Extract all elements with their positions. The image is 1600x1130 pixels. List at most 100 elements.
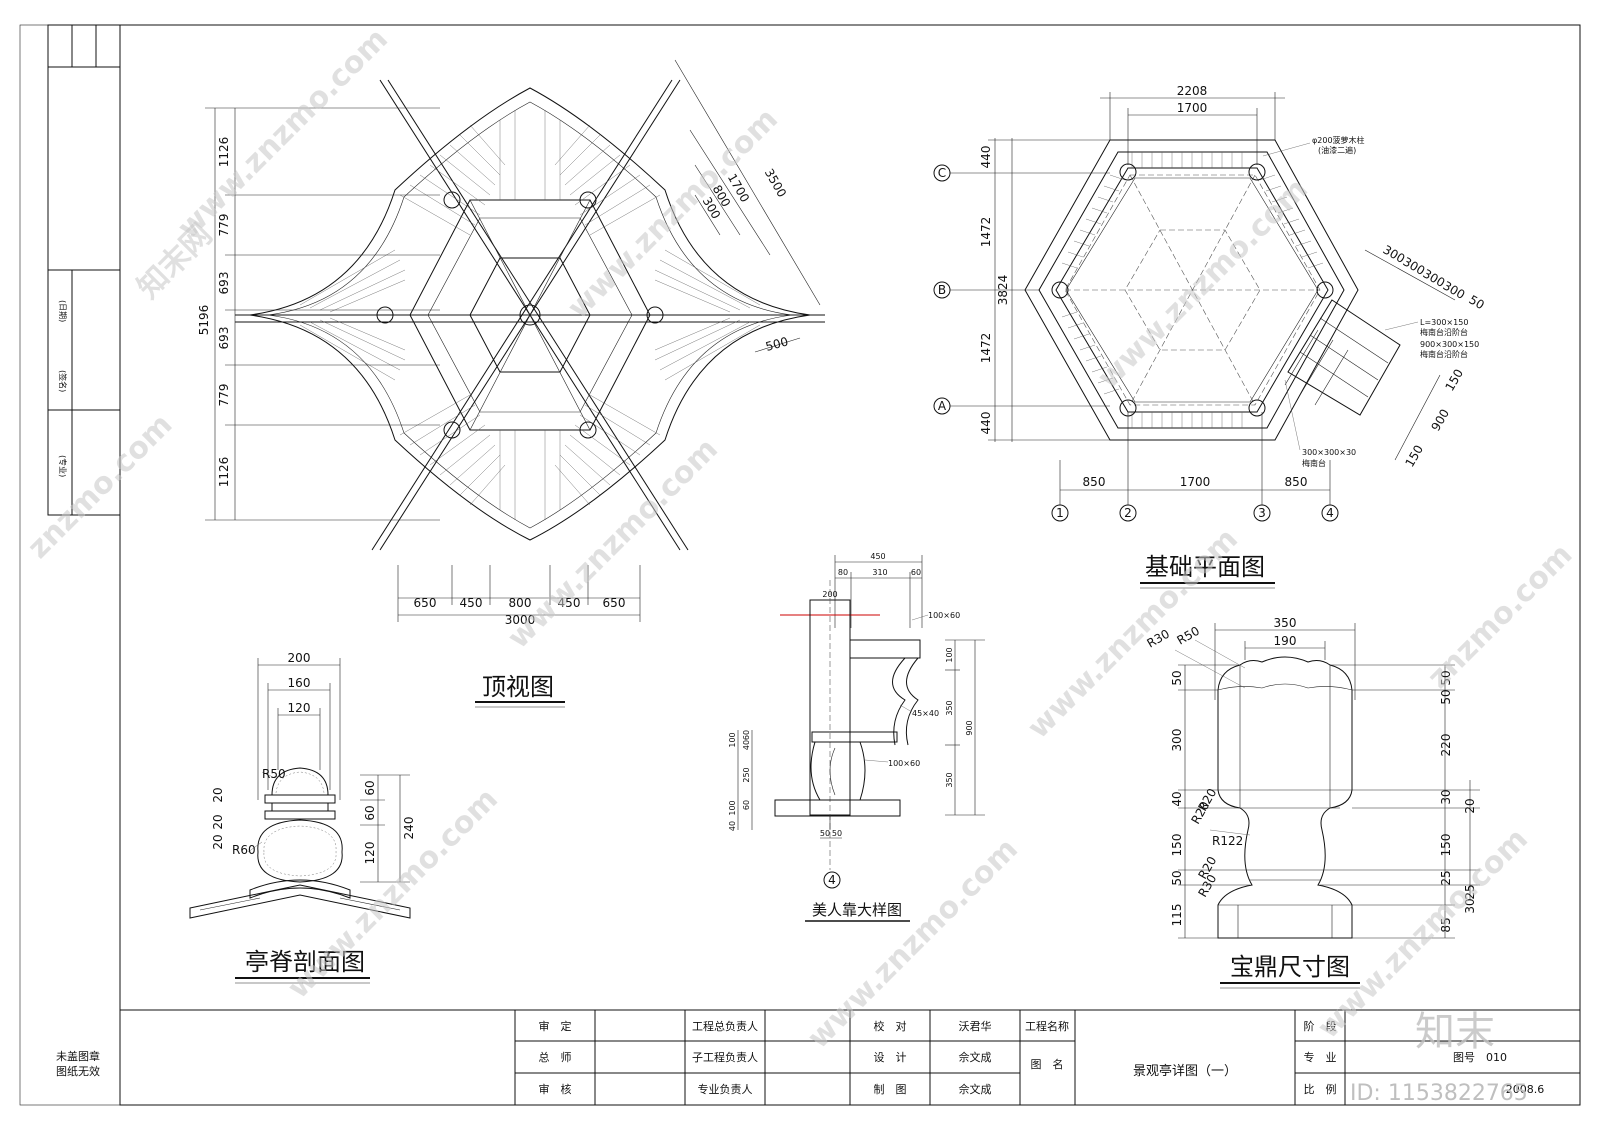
foundation-note-5: 900×300×150	[1420, 340, 1479, 349]
foundation-axis-1: 1	[1056, 506, 1064, 520]
stamp-note-1: 未盖图章	[56, 1049, 100, 1063]
foundation-axis-b: B	[938, 283, 946, 297]
stamp-note-2: 图纸无效	[56, 1064, 100, 1078]
tb-r1-c6: 图 名	[1031, 1057, 1064, 1071]
watermark-text-7: www.znzmo.com	[1091, 172, 1315, 396]
tb-r2-c0: 审 核	[539, 1082, 572, 1096]
top-view-bdim-1: 650	[414, 596, 437, 610]
watermark-text-3: znzmo.com	[21, 407, 180, 566]
finial-rdim-1: 50	[1439, 670, 1453, 685]
ridge-radius-1: R50	[262, 767, 286, 781]
drawing-name: 景观亭详图（一）	[1133, 1063, 1237, 1079]
bench-axis: 4	[828, 873, 836, 887]
tb-scale-label: 比 例	[1304, 1082, 1337, 1096]
top-view-bdim-3: 800	[509, 596, 532, 610]
foundation-axis-4: 4	[1326, 506, 1334, 520]
tb-r1-c4: 设 计	[874, 1051, 907, 1064]
bench-rdim-3: 350	[945, 772, 954, 787]
foundation-axis-c: C	[938, 166, 946, 180]
ridge-tdim-1: 200	[288, 651, 311, 665]
foundation-ldim-4: 440	[979, 412, 993, 435]
ridge-section-title: 亭脊剖面图	[245, 948, 365, 976]
tb-r2-c5: 佘文成	[959, 1082, 992, 1096]
foundation-note-7: 300×300×30	[1302, 448, 1356, 457]
watermark-layer: 知末网 www.znzmo.com znzmo.com www.znzmo.co…	[21, 22, 1580, 1106]
ridge-section-drawing: 200 160 120 60 60 120 240 20 20 20 R50	[189, 651, 416, 984]
finial-ldim-4: 150	[1170, 834, 1184, 857]
watermark-text-11: www.znzmo.com	[281, 782, 505, 1006]
foundation-plan-drawing: C B A 440 1472 3824 1472 440 2208 1700 8…	[933, 84, 1487, 589]
ridge-tdim-3: 120	[288, 701, 311, 715]
watermark-text-8: www.znzmo.com	[1021, 522, 1245, 746]
foundation-ldim-2: 1472	[979, 217, 993, 248]
bench-bdim-1: 50	[820, 829, 830, 838]
ridge-rdim-2: 60	[363, 805, 377, 820]
top-view-dim-5: 779	[217, 384, 231, 407]
foundation-plan-title: 基础平面图	[1145, 553, 1265, 581]
foundation-axis-2: 2	[1124, 506, 1132, 520]
foundation-ldim-1: 440	[979, 146, 993, 169]
top-view-bdim-4: 450	[558, 596, 581, 610]
bench-ldim-4: 250	[742, 767, 751, 782]
top-view-dim-4: 693	[217, 327, 231, 350]
foundation-bdim-1: 850	[1083, 475, 1106, 489]
finial-rdim-5: 20	[1463, 798, 1477, 813]
tb-r0-c6: 工程名称	[1025, 1019, 1069, 1033]
bench-bdim-2: 50	[832, 829, 842, 838]
watermark-logo: 知末	[1415, 1009, 1495, 1055]
finial-radius-4: R122	[1212, 834, 1243, 848]
finial-radius-2: R50	[1175, 624, 1202, 648]
bench-tdim-total: 450	[870, 552, 885, 561]
top-view-dim-3: 693	[217, 272, 231, 295]
tb-r0-c4: 校 对	[874, 1019, 907, 1033]
tb-r2-c4: 制 图	[874, 1083, 907, 1096]
finial-rdim-3: 220	[1439, 734, 1453, 757]
tb-r2-c2: 专业负责人	[698, 1082, 753, 1096]
foundation-note-1: φ200菠萝木柱	[1312, 135, 1365, 145]
foundation-note-4: 梅南台沿阶台	[1420, 327, 1468, 337]
finial-rdim-10: 85	[1439, 917, 1453, 932]
finial-title: 宝鼎尺寸图	[1230, 953, 1350, 981]
finial-rdim-9: 30	[1463, 898, 1477, 913]
finial-rdim-7: 25	[1439, 870, 1453, 885]
foundation-axis-3: 3	[1258, 506, 1266, 520]
tb-stage-label: 阶 段	[1304, 1019, 1337, 1033]
side-strip-major: (专业)	[58, 455, 68, 477]
foundation-sdim-4: 300	[1441, 278, 1468, 302]
tb-r0-c0: 审 定	[539, 1019, 572, 1033]
ridge-rdim-1: 60	[363, 780, 377, 795]
bench-detail-title: 美人靠大样图	[812, 901, 902, 919]
finial-ldim-3: 40	[1170, 791, 1184, 806]
foundation-axis-a: A	[938, 399, 947, 413]
ridge-radius-2: R60	[232, 843, 256, 857]
foundation-bdim-3: 850	[1285, 475, 1308, 489]
bench-tdim-2: 310	[872, 568, 887, 577]
bench-ldim-3: 40	[742, 740, 751, 750]
ridge-ldim-3: 20	[211, 834, 225, 849]
ridge-tdim-2: 160	[288, 676, 311, 690]
tb-r1-c5: 佘文成	[959, 1050, 992, 1064]
bench-ldim-6: 60	[742, 800, 751, 810]
finial-rdim-6: 150	[1439, 834, 1453, 857]
foundation-sdim-8: 150	[1402, 443, 1426, 470]
finial-ldim-5: 50	[1170, 870, 1184, 885]
foundation-note-6: 梅南台沿阶台	[1420, 349, 1468, 359]
foundation-note-3: L=300×150	[1420, 318, 1468, 327]
finial-ldim-1: 50	[1170, 670, 1184, 685]
bench-ldim-1: 100	[728, 732, 737, 747]
bench-note-2: 45×40	[912, 709, 939, 718]
finial-rdim-8: 25	[1463, 884, 1477, 899]
top-view-dim-2: 779	[217, 214, 231, 237]
finial-tdim-2: 190	[1274, 634, 1297, 648]
bench-detail-drawing: 450 80 310 60 200 100 350 350 900	[728, 552, 985, 922]
tb-r0-c2: 工程总负责人	[692, 1019, 758, 1033]
bench-note-1: 100×60	[928, 611, 960, 620]
foundation-note-2: (油漆二遍)	[1318, 145, 1356, 155]
finial-rdim-4: 30	[1439, 789, 1453, 804]
top-view-title: 顶视图	[482, 673, 554, 701]
top-view-bdim-5: 650	[603, 596, 626, 610]
bench-rdim-total: 900	[965, 720, 974, 735]
bench-ldim-7: 40	[728, 821, 737, 831]
side-strip-date: (日期)	[58, 300, 67, 322]
